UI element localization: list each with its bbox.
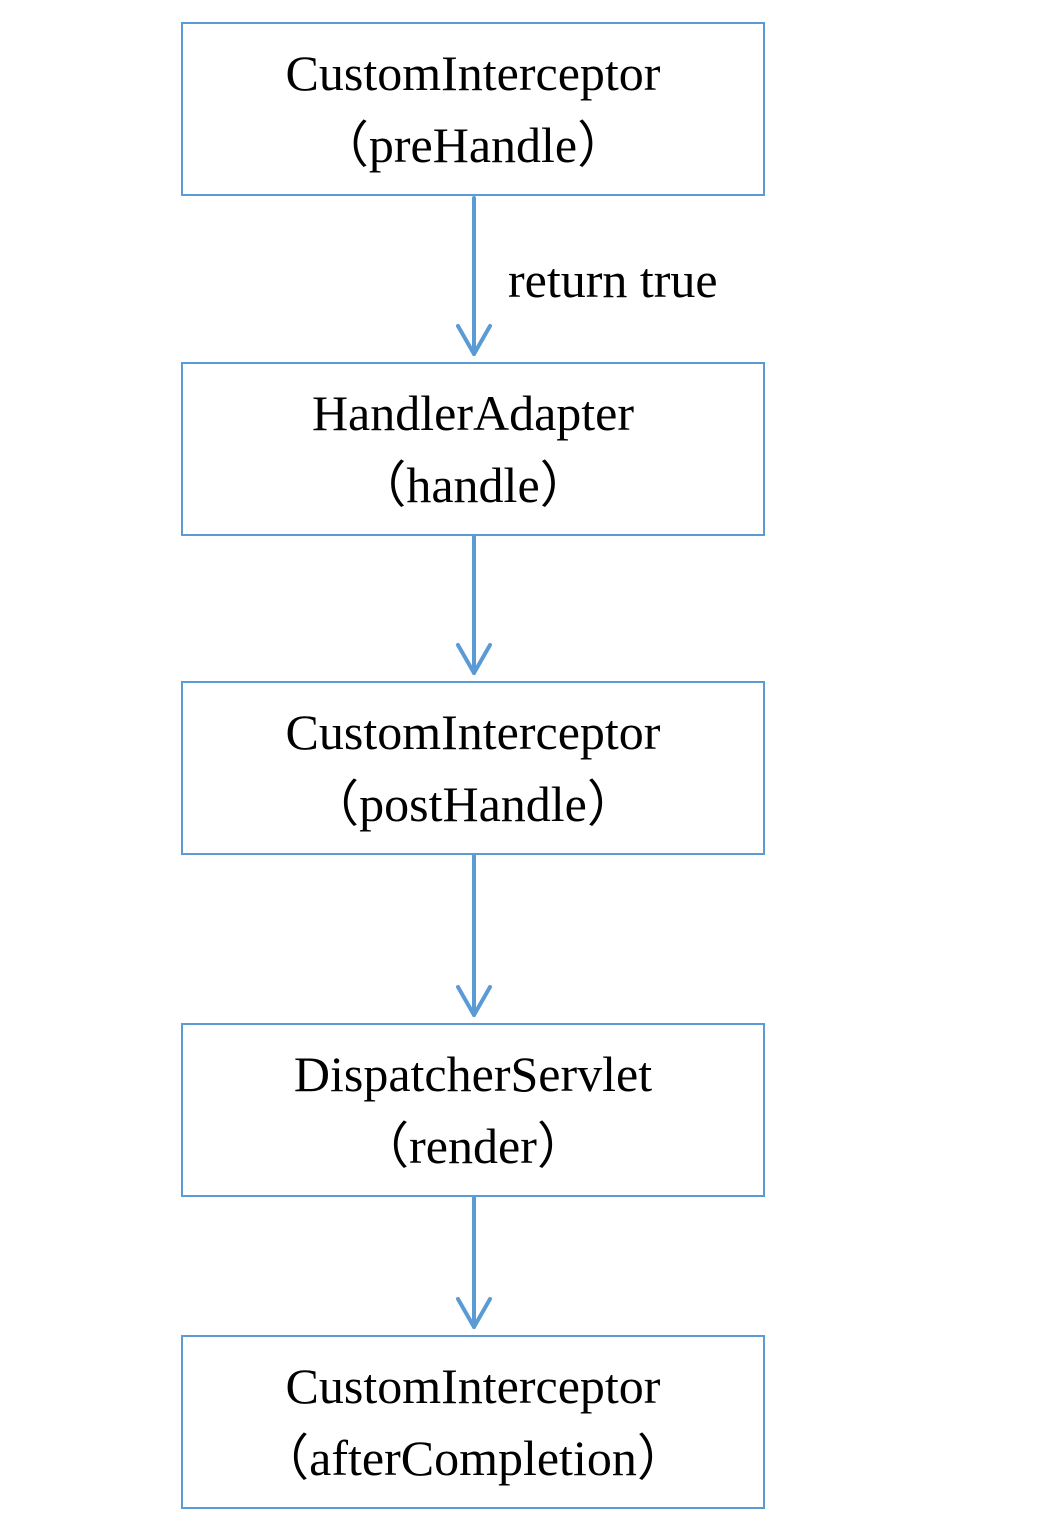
node-method: （preHandle） <box>318 117 628 173</box>
arrow-prehandle-to-handle <box>456 196 492 356</box>
arrow-render-to-aftercompletion <box>456 1196 492 1329</box>
edge-label-return-true: return true <box>508 252 718 308</box>
node-title: CustomInterceptor <box>285 45 661 101</box>
node-aftercompletion: CustomInterceptor （afterCompletion） <box>181 1335 765 1509</box>
node-title: DispatcherServlet <box>293 1046 653 1102</box>
node-handle: HandlerAdapter （handle） <box>181 362 765 536</box>
node-render: DispatcherServlet （render） <box>181 1023 765 1197</box>
node-method: （postHandle） <box>309 776 637 832</box>
arrow-posthandle-to-render <box>456 854 492 1017</box>
arrow-handle-to-posthandle <box>456 535 492 675</box>
node-title: CustomInterceptor <box>285 1358 661 1414</box>
node-prehandle: CustomInterceptor （preHandle） <box>181 22 765 196</box>
node-posthandle: CustomInterceptor （postHandle） <box>181 681 765 855</box>
node-title: HandlerAdapter <box>311 385 635 441</box>
node-method: （afterCompletion） <box>259 1430 687 1486</box>
node-method: （render） <box>359 1118 587 1174</box>
node-method: （handle） <box>356 457 590 513</box>
node-title: CustomInterceptor <box>285 704 661 760</box>
